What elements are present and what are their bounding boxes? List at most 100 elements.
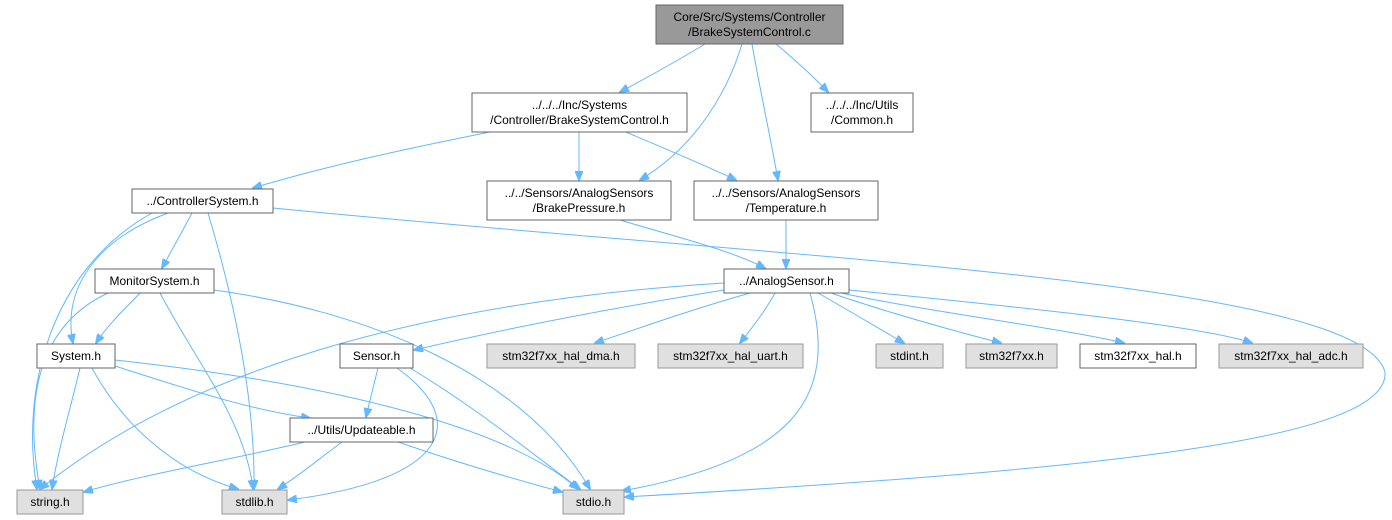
node-uart-h[interactable]: stm32f7xx_hal_uart.h (657, 343, 804, 369)
node-label: stm32f7xx_hal_uart.h (673, 349, 788, 363)
node-label: MonitorSystem.h (109, 274, 199, 288)
node-label: /BrakePressure.h (533, 201, 626, 215)
edge-arrow (409, 367, 580, 489)
node-label: ../../../Inc/Utils (826, 98, 899, 112)
edge-arrow (619, 219, 765, 268)
edge-arrow (848, 289, 1252, 343)
edge-monitorsystem_h-to-stdlib_h (159, 292, 253, 489)
edge-bsc_h-to-temperature_h (625, 131, 736, 180)
edge-arrow (91, 367, 238, 489)
edge-arrow (96, 292, 141, 343)
edge-arrow (366, 367, 379, 417)
edge-updateable_h-to-stdio_h (397, 441, 562, 492)
node-analogsensor-h[interactable]: ../AnalogSensor.h (723, 268, 850, 294)
node-box (723, 268, 850, 294)
edge-root-to-bsc_h (620, 43, 706, 92)
node-sensor-h[interactable]: Sensor.h (339, 343, 414, 369)
node-label: ../AnalogSensor.h (739, 274, 834, 288)
node-label: /Common.h (831, 113, 893, 127)
node-hal-h[interactable]: stm32f7xx_hal.h (1079, 343, 1197, 369)
edge-analogsensor_h-to-sensor_h (414, 289, 725, 350)
edge-analogsensor_h-to-stm32f7xx_h (830, 292, 1001, 343)
edge-sensor_h-to-stdio_h (409, 367, 580, 489)
edge-bsc_h-to-controllersystem_h (253, 131, 491, 188)
node-box (486, 343, 636, 369)
node-box (36, 343, 116, 369)
node-label: stdint.h (890, 349, 929, 363)
node-controllersystem-h[interactable]: ../ControllerSystem.h (131, 188, 274, 214)
node-updateable-h[interactable]: ../Utils/Updateable.h (289, 417, 434, 443)
edge-system_h-to-string_h (52, 367, 81, 489)
edge-analogsensor_h-to-dma_h (595, 292, 751, 343)
node-label: stdlib.h (235, 495, 273, 509)
edge-arrow (397, 441, 562, 492)
node-label: ../ControllerSystem.h (146, 194, 258, 208)
node-label: ../Utils/Updateable.h (307, 423, 415, 437)
node-box (965, 343, 1058, 369)
edge-analogsensor_h-to-stdio_h (622, 292, 819, 491)
edge-controllersystem_h-to-stdio_h (272, 207, 1386, 497)
edge-updateable_h-to-stdlib_h (278, 441, 343, 489)
node-common-h[interactable]: ../../../Inc/Utils/Common.h (810, 92, 914, 133)
node-stdio-h[interactable]: stdio.h (562, 489, 625, 515)
edge-analogsensor_h-to-adc_h (848, 289, 1252, 343)
edge-arrow (740, 292, 776, 343)
node-box (562, 489, 625, 515)
edge-sensor_h-to-updateable_h (366, 367, 379, 417)
node-string-h[interactable]: string.h (16, 489, 84, 515)
node-label: Core/Src/Systems/Controller (673, 10, 825, 24)
node-label: System.h (51, 349, 101, 363)
edge-arrow (817, 292, 904, 343)
edge-root-to-temperature_h (751, 43, 778, 180)
edge-arrow (640, 43, 743, 180)
node-box (1079, 343, 1197, 369)
edge-arrow (207, 212, 254, 489)
node-temperature-h[interactable]: ../../Sensors/AnalogSensors/Temperature.… (693, 180, 879, 221)
node-label: stm32f7xx_hal_dma.h (502, 349, 619, 363)
node-box (1218, 343, 1364, 369)
edge-analogsensor_h-to-stdint_h (817, 292, 904, 343)
edge-arrow (625, 131, 736, 180)
node-stm32f7xx-h[interactable]: stm32f7xx.h (965, 343, 1058, 369)
node-bsc-h[interactable]: ../../../Inc/Systems/Controller/BrakeSys… (471, 92, 688, 133)
node-label: string.h (30, 495, 69, 509)
node-label: stm32f7xx.h (979, 349, 1044, 363)
node-adc-h[interactable]: stm32f7xx_hal_adc.h (1218, 343, 1364, 369)
node-label: /BrakeSystemControl.c (688, 25, 811, 39)
node-box (131, 188, 274, 214)
edge-arrow (213, 289, 590, 489)
edge-arrow (33, 212, 153, 489)
node-stdlib-h[interactable]: stdlib.h (221, 489, 288, 515)
edge-arrow (52, 367, 81, 489)
node-label: stdio.h (576, 495, 611, 509)
edges-layer (33, 43, 1386, 500)
edge-arrow (775, 43, 828, 92)
node-label: ../../Sensors/AnalogSensors (712, 186, 861, 200)
edge-controllersystem_h-to-monitorsystem_h (162, 212, 193, 268)
edge-monitorsystem_h-to-stdio_h (213, 289, 590, 489)
node-box (655, 4, 844, 45)
node-stdint-h[interactable]: stdint.h (875, 343, 944, 369)
node-brakepressure-h[interactable]: ../../Sensors/AnalogSensors/BrakePressur… (486, 180, 672, 221)
edge-arrow (114, 359, 578, 489)
node-box (471, 92, 688, 133)
edge-arrow (71, 212, 169, 343)
edge-arrow (84, 441, 306, 492)
edge-sensor_h-to-stdlib_h (288, 367, 438, 500)
edge-arrow (114, 365, 310, 418)
node-dma-h[interactable]: stm32f7xx_hal_dma.h (486, 343, 636, 369)
node-box (289, 417, 434, 443)
node-label: /Controller/BrakeSystemControl.h (490, 113, 669, 127)
edge-monitorsystem_h-to-system_h (96, 292, 141, 343)
node-box (693, 180, 879, 221)
node-system-h[interactable]: System.h (36, 343, 116, 369)
nodes-layer: Core/Src/Systems/Controller/BrakeSystemC… (16, 4, 1364, 515)
edge-arrow (414, 289, 725, 350)
node-box (875, 343, 944, 369)
node-box (486, 180, 672, 221)
edge-analogsensor_h-to-uart_h (740, 292, 776, 343)
edge-controllersystem_h-to-system_h (71, 212, 169, 343)
node-monitorsystem-h[interactable]: MonitorSystem.h (94, 268, 215, 294)
edge-root-to-common_h (775, 43, 828, 92)
